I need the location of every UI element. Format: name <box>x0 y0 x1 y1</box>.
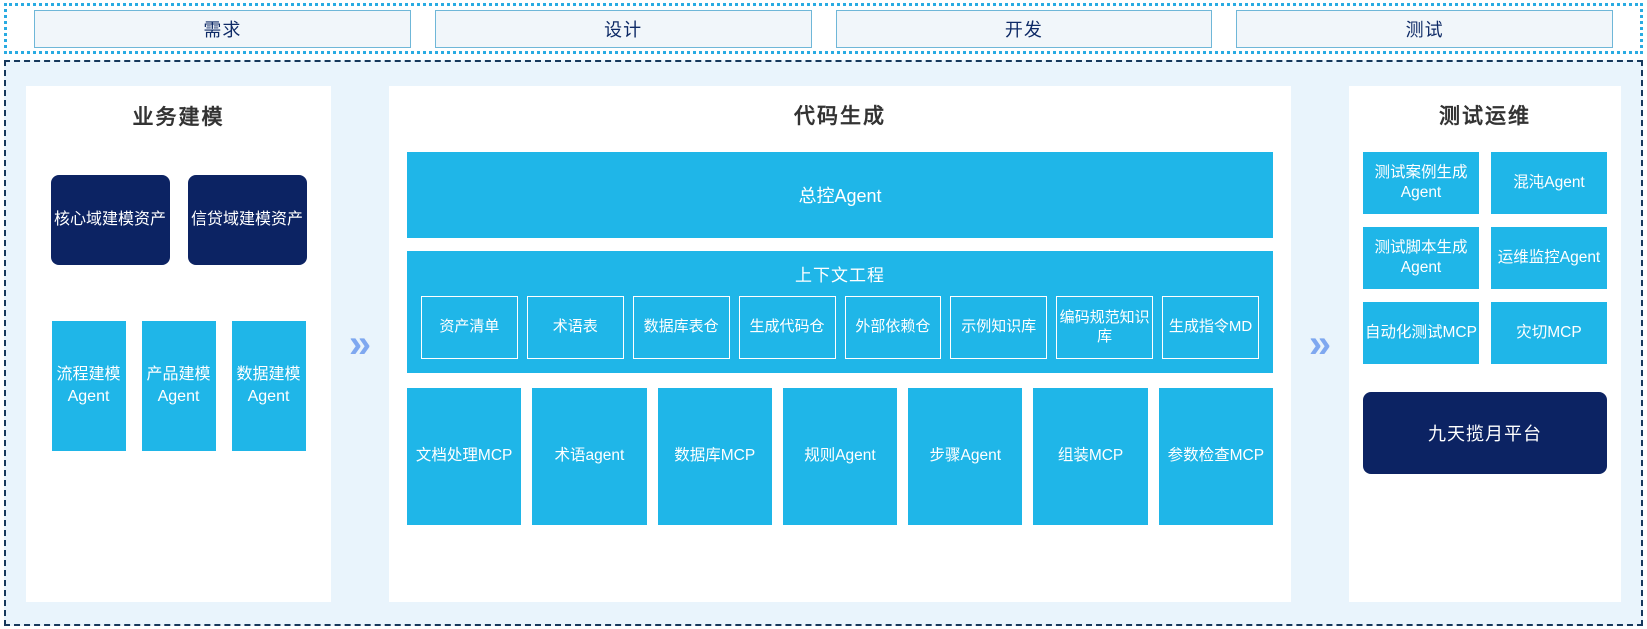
agent-box-data-modeling[interactable]: 数据建模Agent <box>231 321 306 451</box>
main-region: 业务建模 核心域建模资产 信贷域建模资产 流程建模Agent 产品建模Agent… <box>4 60 1643 626</box>
context-item-glossary[interactable]: 术语表 <box>526 296 624 359</box>
tool-box-assembly-mcp[interactable]: 组装MCP <box>1033 388 1148 525</box>
panel-code-generation: 代码生成 总控Agent 上下文工程 资产清单 术语表 数据库表仓 生成代码仓 … <box>389 86 1291 602</box>
panel-title-test-ops: 测试运维 <box>1439 105 1531 128</box>
tool-box-parameter-check-mcp[interactable]: 参数检查MCP <box>1158 388 1273 525</box>
tool-box-step-agent[interactable]: 步骤Agent <box>908 388 1023 525</box>
phase-box-requirements[interactable]: 需求 <box>34 9 411 48</box>
panel-test-ops: 测试运维 测试案例生成Agent 混沌Agent 测试脚本生成Agent 运维监… <box>1349 86 1621 602</box>
tool-row: 文档处理MCP 术语agent 数据库MCP 规则Agent 步骤Agent 组… <box>407 388 1273 525</box>
context-item-coding-standard-knowledge-base[interactable]: 编码规范知识库 <box>1056 296 1154 359</box>
test-box-case-generation-agent[interactable]: 测试案例生成Agent <box>1363 152 1479 214</box>
platform-box-jiutian-lanyue[interactable]: 九天揽月平台 <box>1363 392 1607 474</box>
context-item-generated-code-repo[interactable]: 生成代码仓 <box>738 296 836 359</box>
test-box-ops-monitoring-agent[interactable]: 运维监控Agent <box>1491 227 1607 289</box>
panel-business-modeling: 业务建模 核心域建模资产 信贷域建模资产 流程建模Agent 产品建模Agent… <box>26 86 331 602</box>
phase-box-testing[interactable]: 测试 <box>1236 9 1613 48</box>
context-item-generation-instruction-md[interactable]: 生成指令MD <box>1162 296 1259 359</box>
test-ops-grid: 测试案例生成Agent 混沌Agent 测试脚本生成Agent 运维监控Agen… <box>1363 152 1607 364</box>
phase-strip: 需求 设计 开发 测试 <box>4 3 1643 54</box>
tool-box-document-processing-mcp[interactable]: 文档处理MCP <box>407 388 522 525</box>
context-engineering-title: 上下文工程 <box>795 266 885 285</box>
context-item-example-knowledge-base[interactable]: 示例知识库 <box>950 296 1048 359</box>
tool-box-glossary-agent[interactable]: 术语agent <box>532 388 647 525</box>
master-agent-banner[interactable]: 总控Agent <box>407 152 1273 238</box>
test-box-script-generation-agent[interactable]: 测试脚本生成Agent <box>1363 227 1479 289</box>
test-box-chaos-agent[interactable]: 混沌Agent <box>1491 152 1607 214</box>
tool-box-rule-agent[interactable]: 规则Agent <box>782 388 898 525</box>
test-box-automated-test-mcp[interactable]: 自动化测试MCP <box>1363 302 1479 364</box>
tool-box-database-mcp[interactable]: 数据库MCP <box>657 388 772 525</box>
asset-box-credit-domain[interactable]: 信贷域建模资产 <box>187 175 307 265</box>
agent-box-product-modeling[interactable]: 产品建模Agent <box>141 321 216 451</box>
context-item-external-dependency-repo[interactable]: 外部依赖仓 <box>844 296 942 359</box>
phase-box-development[interactable]: 开发 <box>835 9 1213 48</box>
context-item-asset-list[interactable]: 资产清单 <box>421 296 518 359</box>
modeling-agent-row: 流程建模Agent 产品建模Agent 数据建模Agent <box>44 321 313 451</box>
asset-row: 核心域建模资产 信贷域建模资产 <box>44 175 313 265</box>
asset-box-core-domain[interactable]: 核心域建模资产 <box>50 175 170 265</box>
chevron-right-icon-1: » <box>348 322 372 366</box>
phase-box-design[interactable]: 设计 <box>434 9 812 48</box>
chevron-right-icon-2: » <box>1308 322 1332 366</box>
context-engineering-block: 上下文工程 资产清单 术语表 数据库表仓 生成代码仓 外部依赖仓 示例知识库 编… <box>407 251 1273 373</box>
panel-title-business-modeling: 业务建模 <box>132 106 225 129</box>
panel-title-code-generation: 代码生成 <box>794 105 886 128</box>
context-item-db-table-repo[interactable]: 数据库表仓 <box>632 296 730 359</box>
test-box-disaster-switch-mcp[interactable]: 灾切MCP <box>1491 302 1607 364</box>
context-items-row: 资产清单 术语表 数据库表仓 生成代码仓 外部依赖仓 示例知识库 编码规范知识库… <box>421 296 1259 359</box>
agent-box-process-modeling[interactable]: 流程建模Agent <box>51 321 126 451</box>
